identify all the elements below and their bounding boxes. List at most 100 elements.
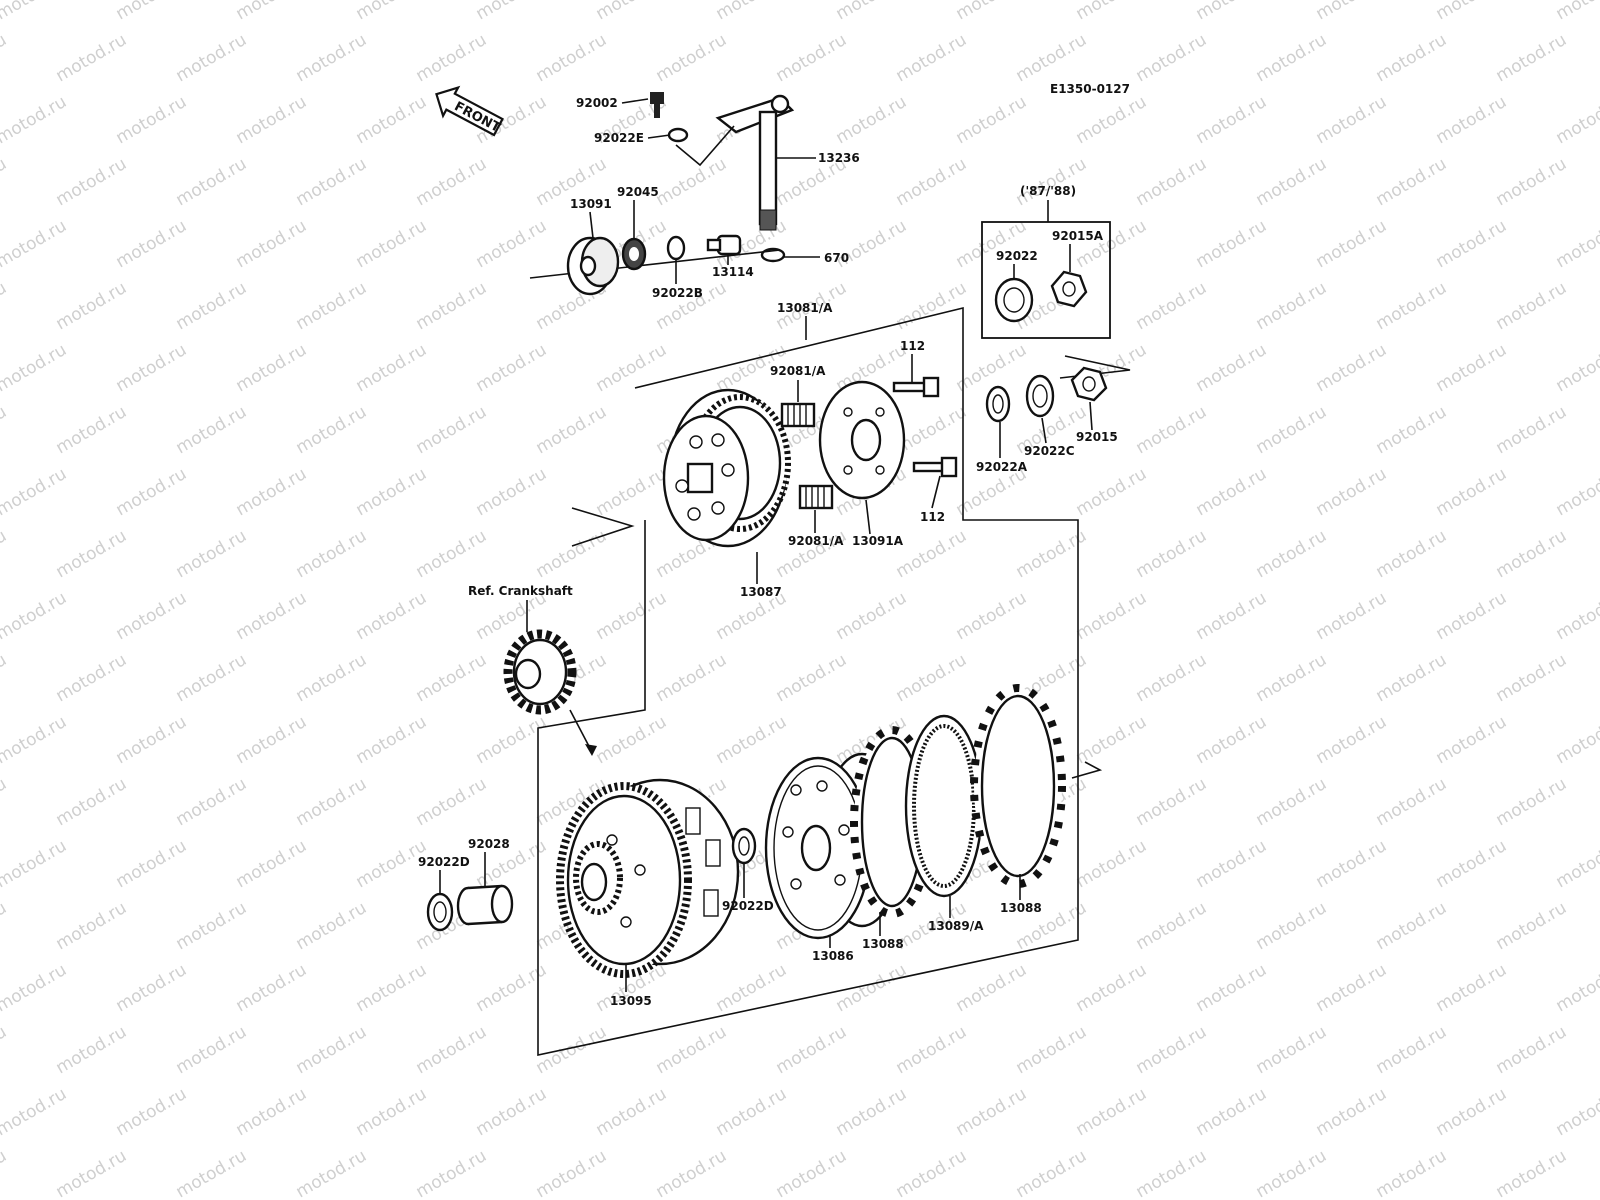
watermark-text: motod.ru [473,340,551,396]
watermark-text: motod.ru [353,0,431,24]
watermark-text: motod.ru [1493,774,1571,830]
watermark-text: motod.ru [1553,464,1600,520]
watermark-text: motod.ru [653,154,731,210]
watermark-text: motod.ru [1553,712,1600,768]
watermark-text: motod.ru [1073,712,1151,768]
watermark-text: motod.ru [533,30,611,86]
watermark-text: motod.ru [1133,154,1211,210]
watermark-text: motod.ru [1253,1022,1331,1078]
label-92045: 92045 [617,185,659,199]
watermark-text: motod.ru [1493,30,1571,86]
watermark-text: motod.ru [0,650,10,706]
watermark-text: motod.ru [233,0,311,24]
o-ring-670 [760,247,786,263]
watermark-text: motod.ru [1013,1022,1091,1078]
watermark-text: motod.ru [1493,1022,1571,1078]
watermark-text: motod.ru [0,588,70,644]
label-13236: 13236 [818,151,860,165]
watermark-text: motod.ru [353,464,431,520]
watermark-text: motod.ru [173,1146,251,1200]
watermark-text: motod.ru [773,650,851,706]
watermark-text: motod.ru [1433,92,1511,148]
bolt-112-top [892,376,940,398]
watermark-text: motod.ru [593,464,671,520]
nut-92015a [1050,270,1088,308]
watermark-text: motod.ru [173,278,251,334]
friction-plate-13088-b [970,684,1066,888]
watermark-text: motod.ru [413,402,491,458]
watermark-text: motod.ru [173,898,251,954]
watermark-text: motod.ru [653,1022,731,1078]
watermark-text: motod.ru [413,1146,491,1200]
label-112-top: 112 [900,339,925,353]
watermark-text: motod.ru [1193,92,1271,148]
year-note: ('87/'88) [1020,184,1076,198]
watermark-text: motod.ru [773,1146,851,1200]
watermark-text: motod.ru [893,1022,971,1078]
crankshaft-gear [503,629,577,715]
watermark-text: motod.ru [0,712,70,768]
label-13091: 13091 [570,197,612,211]
watermark-text: motod.ru [173,402,251,458]
watermark-text: motod.ru [1313,960,1391,1016]
watermark-text: motod.ru [353,92,431,148]
watermark-text: motod.ru [293,1146,371,1200]
watermark-text: motod.ru [233,464,311,520]
watermark-text: motod.ru [1133,402,1211,458]
watermark-text: motod.ru [173,526,251,582]
ref-crankshaft-label: Ref. Crankshaft [468,584,573,598]
watermark-text: motod.ru [233,92,311,148]
watermark-text: motod.ru [1313,1084,1391,1140]
watermark-text: motod.ru [1073,92,1151,148]
watermark-text: motod.ru [473,216,551,272]
label-13087: 13087 [740,585,782,599]
label-92081a-bottom: 92081/A [788,534,844,548]
bearing-housing-13091 [566,236,620,296]
watermark-text: motod.ru [1253,774,1331,830]
collar-92028 [456,884,514,926]
watermark-text: motod.ru [953,216,1031,272]
front-arrow-icon: FRONT [435,85,504,137]
watermark-text: motod.ru [353,712,431,768]
watermark-text: motod.ru [713,960,791,1016]
watermark-text: motod.ru [113,1084,191,1140]
watermark-text: motod.ru [53,1022,131,1078]
watermark-text: motod.ru [1133,650,1211,706]
watermark-text: motod.ru [353,1084,431,1140]
watermark-text: motod.ru [1313,588,1391,644]
watermark-text: motod.ru [1373,1022,1451,1078]
watermark-text: motod.ru [1553,588,1600,644]
watermark-text: motod.ru [1013,30,1091,86]
watermark-text: motod.ru [413,526,491,582]
watermark-text: motod.ru [1373,526,1451,582]
watermark-text: motod.ru [53,402,131,458]
watermark-text: motod.ru [1313,92,1391,148]
bolt-92002 [650,92,664,118]
watermark-text: motod.ru [413,1022,491,1078]
watermark-text: motod.ru [173,650,251,706]
watermark-text: motod.ru [113,464,191,520]
watermark-text: motod.ru [773,30,851,86]
watermark-text: motod.ru [293,650,371,706]
watermark-text: motod.ru [113,836,191,892]
watermark-text: motod.ru [1193,216,1271,272]
watermark-text: motod.ru [473,464,551,520]
label-670: 670 [824,251,849,265]
label-13095: 13095 [610,994,652,1008]
watermark-text: motod.ru [1553,836,1600,892]
watermark-text: motod.ru [1433,588,1511,644]
mid-axis-left [571,507,635,547]
plate-13091a [818,380,906,500]
inset-box [981,221,1111,339]
label-92022e: 92022E [594,131,644,145]
label-92081a-top: 92081/A [770,364,826,378]
watermark-text: motod.ru [893,30,971,86]
washer-92022 [994,277,1034,323]
watermark-text: motod.ru [833,1084,911,1140]
watermark-text: motod.ru [1313,464,1391,520]
watermark-text: motod.ru [1133,774,1211,830]
pressure-plate-13087 [662,388,791,548]
watermark-text: motod.ru [1373,30,1451,86]
